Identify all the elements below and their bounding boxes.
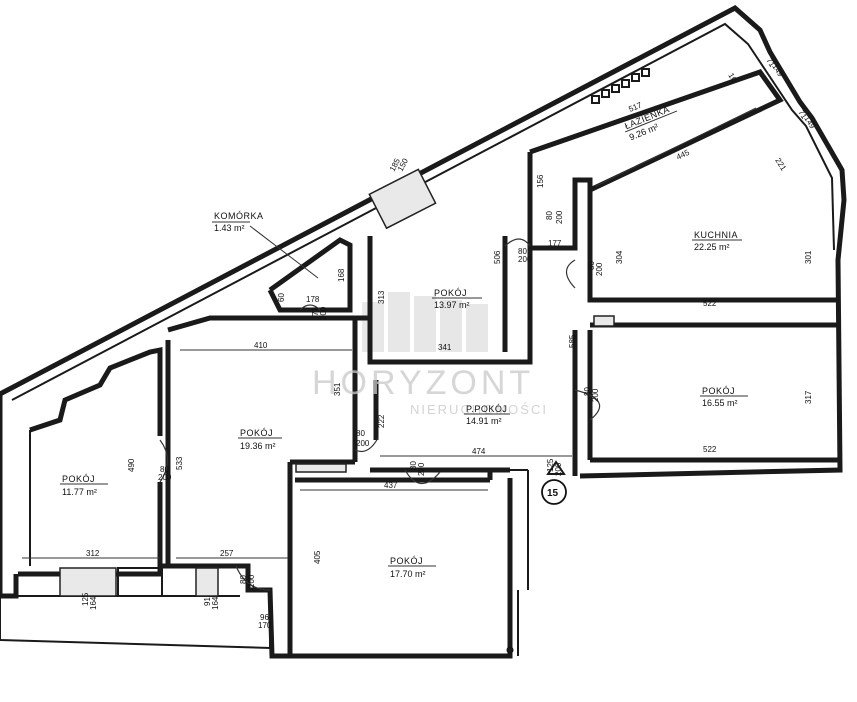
dim-506: 506: [493, 250, 502, 264]
room-name-pokoj-e: POKÓJ: [390, 556, 423, 566]
dim-70: 70: [311, 307, 320, 316]
dim-410: 410: [254, 341, 268, 350]
interior-walls: [29, 69, 840, 656]
dim-125: 125: [546, 458, 555, 472]
room-area-pokoj-d: 11.77 m²: [62, 487, 97, 497]
room-kuchnia: KUCHNIA 22.25 m²: [692, 230, 742, 252]
entrance-marker: 15: [541, 460, 567, 505]
dim-60: 60: [277, 293, 286, 302]
dim-312: 312: [86, 549, 100, 558]
dim-522-a: 522: [703, 299, 717, 308]
room-name-pokoj-b: POKÓJ: [702, 386, 735, 396]
room-name-komorka: KOMÓRKA: [214, 211, 264, 221]
dim-96: 96: [260, 613, 269, 622]
room-area-p-pokoj: 14.91 m²: [466, 416, 502, 426]
dim-80-c: 80: [587, 261, 596, 270]
dim-80-g: 80: [409, 461, 418, 470]
dim-474: 474: [472, 447, 486, 456]
room-name-pokoj-a: POKÓJ: [434, 288, 467, 298]
dim-351: 351: [333, 382, 342, 396]
dim-200-h: 200: [554, 462, 563, 476]
dim-80-a: 80: [545, 211, 554, 220]
dim-164: 164: [89, 596, 98, 610]
dim-522-b: 522: [703, 445, 717, 454]
dim-150: 150: [396, 156, 410, 172]
dim-200-i: 200: [158, 473, 172, 482]
dim-405: 405: [313, 550, 322, 564]
dim-80-j: 80: [239, 575, 248, 584]
dim-200-d: 200: [591, 388, 600, 402]
dim-222: 222: [377, 414, 386, 428]
room-name-p-pokoj: P.POKÓJ: [466, 404, 507, 414]
dim-200-g: 200: [417, 462, 426, 476]
dim-80-d: 80: [583, 387, 592, 396]
dim-200-e: 200: [319, 306, 328, 320]
dim-149-b: 149: [802, 114, 817, 131]
dim-168: 168: [337, 268, 346, 282]
dim-170: 170: [258, 621, 272, 630]
dim-313: 313: [377, 290, 386, 304]
room-p-pokoj: P.POKÓJ 14.91 m²: [464, 404, 510, 426]
entrance-number: 15: [547, 488, 559, 499]
room-area-kuchnia: 22.25 m²: [694, 242, 730, 252]
dim-585: 585: [568, 334, 577, 348]
dim-178: 178: [306, 295, 320, 304]
column-symbol: [506, 646, 514, 654]
dim-156: 156: [536, 174, 545, 188]
dim-200-a: 200: [555, 210, 564, 224]
dim-304: 304: [615, 250, 624, 264]
room-pokoj-c: POKÓJ 19.36 m²: [238, 428, 282, 451]
dim-533: 533: [175, 456, 184, 470]
dim-80-i: 80: [160, 465, 169, 474]
watermark-brand: HORYZONT: [312, 364, 534, 402]
dim-200-j: 200: [247, 574, 256, 588]
room-pokoj-a: POKÓJ 13.97 m²: [432, 288, 482, 310]
dim-200-f: 200: [356, 439, 370, 448]
room-area-pokoj-e: 17.70 m²: [390, 569, 426, 579]
room-area-pokoj-b: 16.55 m²: [702, 398, 738, 408]
dim-301: 301: [804, 250, 813, 264]
dim-91-164: 91: [203, 597, 212, 606]
room-pokoj-b: POKÓJ 16.55 m²: [700, 386, 748, 408]
doors: [159, 238, 601, 591]
dim-317: 317: [804, 390, 813, 404]
room-area-pokoj-a: 13.97 m²: [434, 300, 470, 310]
dim-341: 341: [438, 343, 452, 352]
room-area-pokoj-c: 19.36 m²: [240, 441, 276, 451]
dim-125-164: 125: [81, 592, 90, 606]
dim-80-b: 80: [518, 247, 527, 256]
dim-80-f: 80: [356, 429, 365, 438]
room-name-pokoj-d: POKÓJ: [62, 474, 95, 484]
room-komorka: KOMÓRKA 1.43 m²: [212, 211, 319, 279]
dim-490: 490: [127, 458, 136, 472]
dim-437: 437: [384, 481, 398, 490]
window-marks: [368, 68, 650, 230]
dim-200-b: 200: [518, 255, 532, 264]
dim-177: 177: [548, 239, 562, 248]
room-name-pokoj-c: POKÓJ: [240, 428, 273, 438]
room-pokoj-d: POKÓJ 11.77 m²: [60, 474, 108, 497]
room-pokoj-e: POKÓJ 17.70 m²: [388, 556, 436, 579]
dim-221: 221: [773, 156, 788, 173]
watermark-subtitle: NIERUCHOMOŚCI: [410, 402, 548, 417]
dim-164-b: 164: [211, 596, 220, 610]
dim-200-c: 200: [595, 262, 604, 276]
room-name-kuchnia: KUCHNIA: [694, 230, 738, 240]
room-area-komorka: 1.43 m²: [214, 223, 245, 233]
dim-257: 257: [220, 549, 234, 558]
